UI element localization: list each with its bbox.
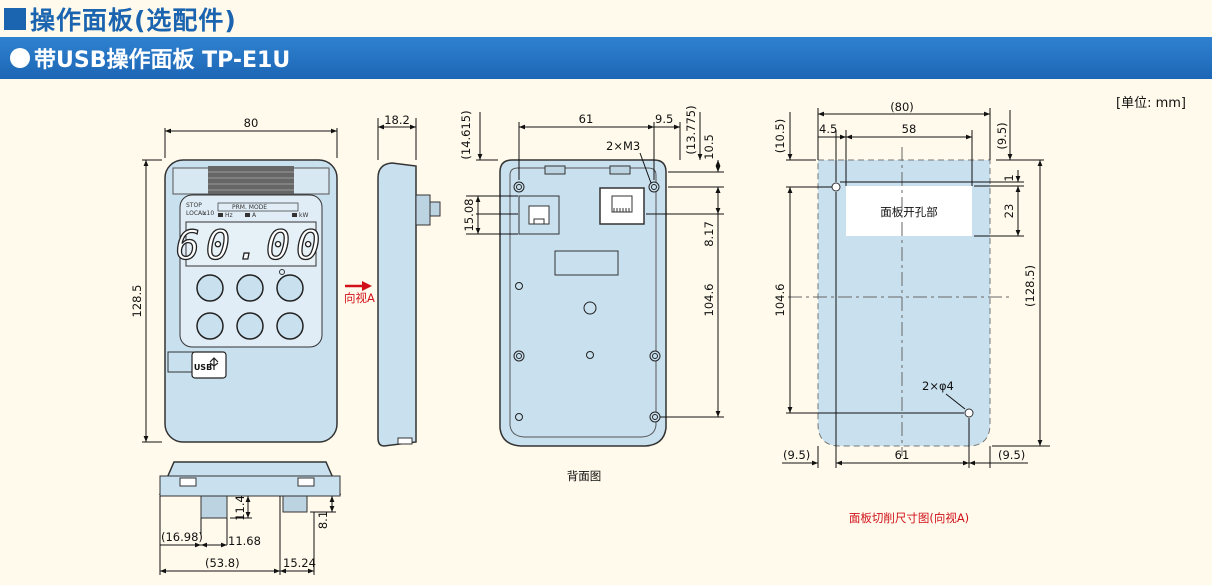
dim-back-d1: 61 [579, 112, 594, 126]
cutout-hole-label: 面板开孔部 [880, 205, 938, 219]
view-arrow: 向视A [344, 281, 375, 305]
svg-text:Hz: Hz [225, 212, 233, 219]
bullet-icon [10, 48, 30, 68]
dim-cut-d12: 61 [895, 448, 910, 462]
dim-bottom-d1: (16.98) [161, 530, 203, 544]
svg-text:kW: kW [299, 212, 308, 219]
usb-icon [209, 357, 219, 370]
back-view-caption: 背面图 [567, 469, 602, 483]
cutout-view: 面板开孔部 (80) 4.5 58 (9.5) (10.5) 1 23 104.… [773, 100, 1050, 525]
dim-back-d4: (14.615) [459, 110, 473, 159]
dim-cut-d1: (80) [890, 100, 914, 114]
usb-cover [191, 351, 227, 379]
svg-text:PRM. MODE: PRM. MODE [232, 204, 267, 211]
title-text: 操作面板(选配件) [30, 6, 237, 35]
side-view: 18.2 [377, 113, 441, 447]
dim-back-d9: 104.6 [702, 284, 716, 317]
svg-text:STOP: STOP [186, 202, 202, 209]
dim-width: 80 [244, 116, 259, 130]
dim-bottom-d4: 15.24 [283, 556, 316, 570]
dim-cut-d7: 23 [1002, 204, 1016, 219]
display-value: 60.00 [176, 223, 326, 269]
dim-cut-d4: (9.5) [995, 122, 1009, 149]
dim-cut-d6: 1 [1002, 174, 1016, 181]
led-display [185, 221, 317, 267]
dim-back-d3: 2×M3 [606, 139, 640, 153]
dim-cut-d3: 58 [902, 122, 917, 136]
cutout-caption: 面板切削尺寸图(向视A) [849, 511, 969, 525]
back-view: 61 9.5 2×M3 (14.615) 15.08 (13.775) 10.5… [459, 105, 724, 483]
dim-cut-d5: (10.5) [773, 119, 787, 154]
product-header-band: 带USB操作面板 TP-E1U [0, 37, 1212, 79]
dim-bottom-d2: 11.68 [228, 534, 261, 548]
title-square-icon [4, 8, 26, 30]
dim-cut-d9: (128.5) [1023, 265, 1037, 307]
dim-back-d6: 10.5 [702, 134, 716, 160]
panel-cutout-hole [846, 186, 972, 236]
dim-back-d5: (13.775) [684, 105, 698, 154]
svg-text:x10: x10 [203, 210, 214, 217]
key-button [236, 274, 264, 302]
page-title: 操作面板(选配件) [4, 2, 237, 36]
dim-depth: 18.2 [384, 113, 410, 127]
key-button [196, 312, 224, 340]
dim-height: 128.5 [130, 285, 144, 318]
dim-bottom-d6: 8.1 [316, 511, 330, 529]
dim-cut-d2: 4.5 [819, 122, 837, 136]
svg-text:A: A [252, 212, 257, 219]
mount-hole [831, 182, 841, 192]
dim-back-d2: 9.5 [655, 112, 673, 126]
dim-back-d7: 15.08 [462, 199, 476, 232]
svg-text:LOCAL: LOCAL [186, 210, 206, 217]
mount-hole [964, 408, 974, 418]
dim-bottom-d5: 11.4 [233, 495, 247, 521]
dim-cut-d13: (9.5) [998, 448, 1025, 462]
key-button [276, 312, 304, 340]
dim-cut-d11: (9.5) [783, 448, 810, 462]
product-name: 带USB操作面板 TP-E1U [34, 48, 291, 73]
dim-bottom-d3: (53.8) [205, 556, 240, 570]
top-vent [208, 166, 294, 194]
dim-cut-d8: 104.6 [773, 284, 787, 317]
dim-cut-d10: 2×φ4 [922, 379, 954, 393]
key-button [276, 274, 304, 302]
unit-label: [单位: mm] [1116, 96, 1186, 111]
key-button [196, 274, 224, 302]
key-button [236, 312, 264, 340]
arrow-label: 向视A [344, 291, 375, 305]
usb-label: USB [194, 363, 212, 372]
dim-back-d8: 8.17 [702, 221, 716, 247]
keypad-buttons [196, 274, 304, 340]
bottom-view: (16.98) 11.68 (53.8) 15.24 11.4 8.1 [158, 461, 342, 575]
